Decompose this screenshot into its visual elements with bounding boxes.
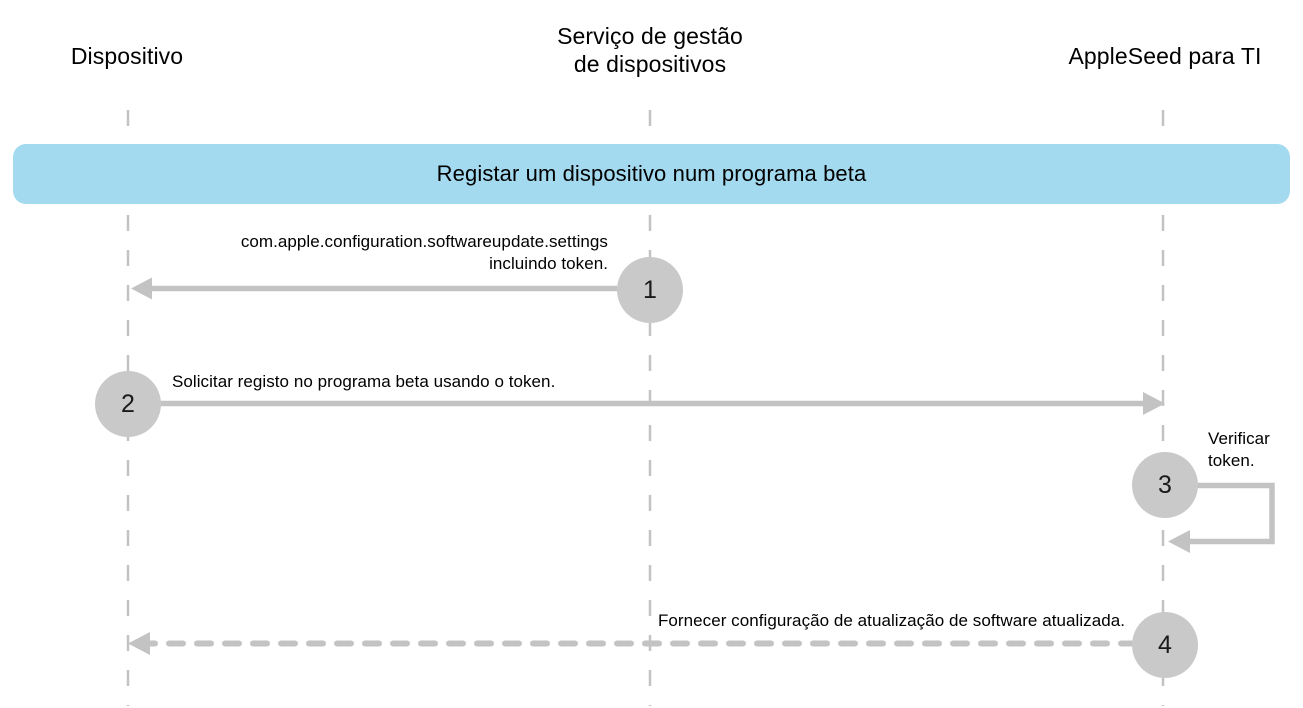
step-badge-4: 4 <box>1132 612 1198 678</box>
message-label-3: Verificar token. <box>1208 429 1270 470</box>
phase-banner: Registar um dispositivo num programa bet… <box>13 144 1290 204</box>
actor-header-appleseed: AppleSeed para TI <box>1068 43 1262 69</box>
phase-banner-label: Registar um dispositivo num programa bet… <box>436 161 867 186</box>
message-arrow-2 <box>128 392 1165 415</box>
lifelines <box>126 110 1165 706</box>
step-badge-1: 1 <box>617 257 683 323</box>
message-label-4: Fornecer configuração de atualização de … <box>657 611 1125 630</box>
step-badge-3: 3 <box>1132 452 1198 518</box>
step-badge-2: 2 <box>95 371 161 437</box>
message-arrow-1 <box>131 277 650 300</box>
actor-header-management-service: Serviço de gestão de dispositivos <box>557 23 743 77</box>
message-label-2: Solicitar registo no programa beta usand… <box>172 372 556 391</box>
message-arrow-3-self-loop <box>1165 482 1275 553</box>
actor-header-device: Dispositivo <box>70 43 184 69</box>
message-arrow-4 <box>128 632 1166 655</box>
message-label-1: com.apple.configuration.softwareupdate.s… <box>240 232 608 273</box>
